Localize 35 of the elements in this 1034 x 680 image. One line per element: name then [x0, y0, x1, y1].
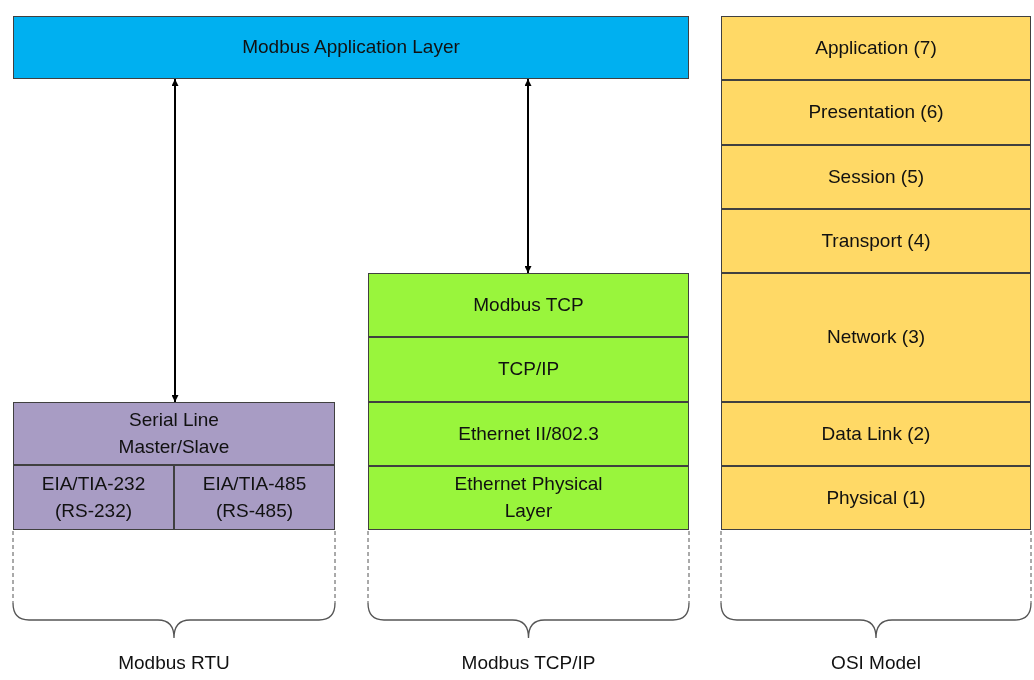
layer-box [721, 209, 1031, 273]
group-label: Modbus TCP/IP [461, 652, 596, 674]
group-label: OSI Model [831, 652, 921, 674]
layer-box [721, 80, 1031, 145]
layer-box [368, 402, 689, 466]
group-label: Modbus RTU [118, 652, 230, 674]
layer-box [174, 465, 335, 530]
layer-label: Data Link (2) [820, 421, 932, 446]
layer-label: Session (5) [826, 164, 926, 189]
layer-label: Transport (4) [820, 228, 932, 253]
layer-box [721, 145, 1031, 209]
double-arrow [524, 78, 532, 274]
layer-label: EIA/TIA-232 (RS-232) [40, 471, 147, 523]
layer-box [13, 465, 174, 530]
layer-label: Application (7) [814, 35, 938, 60]
layer-label: Physical (1) [825, 485, 927, 510]
layer-box [13, 16, 689, 79]
layer-box [368, 337, 689, 402]
layer-label: EIA/TIA-485 (RS-485) [201, 471, 308, 523]
layer-box [721, 16, 1031, 80]
layer-label: Ethernet Physical Layer [453, 472, 604, 523]
layer-box [721, 273, 1031, 402]
layer-box [721, 466, 1031, 530]
layer-box [368, 273, 689, 337]
layer-box [368, 466, 689, 530]
layer-label: Modbus Application Layer [241, 35, 461, 60]
layer-box [13, 402, 335, 465]
layer-label: TCP/IP [496, 357, 561, 382]
layer-box [721, 402, 1031, 466]
layer-label: Serial Line Master/Slave [117, 407, 231, 459]
layer-label: Presentation (6) [807, 100, 945, 125]
double-arrow [171, 78, 179, 403]
layer-label: Modbus TCP [472, 292, 585, 317]
layer-label: Ethernet II/802.3 [457, 421, 600, 446]
layer-label: Network (3) [825, 325, 927, 350]
